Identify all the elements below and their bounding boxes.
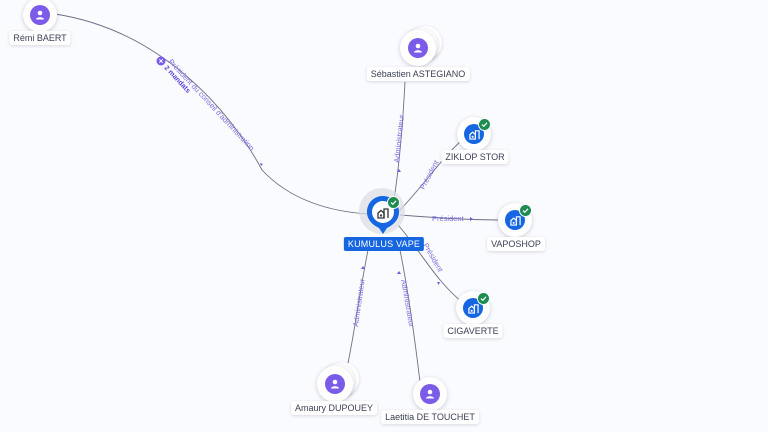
edge-ziklop[interactable] — [397, 139, 463, 213]
edge-amaury[interactable] — [346, 249, 369, 369]
company-label-ziklop: ZIKLOP STOR — [441, 150, 509, 164]
person-icon — [420, 384, 440, 404]
svg-text:Administrateur: Administrateur — [392, 114, 406, 164]
edge-label-amaury: Administrateur — [351, 266, 367, 327]
verified-check-icon — [478, 118, 491, 131]
person-icon — [30, 5, 50, 25]
person-label-sebastien: Sébastien ASTEGIANO — [366, 67, 470, 81]
verified-check-icon — [519, 204, 532, 217]
svg-text:Président: Président — [432, 214, 465, 223]
edge-label-sebastien: Administrateur — [392, 114, 406, 172]
edge-label-laetitia: Administrateur — [397, 271, 416, 328]
svg-text:Président: Président — [421, 242, 445, 275]
company-building-icon — [377, 206, 389, 224]
company-label-cigaverte: CIGAVERTE — [443, 324, 503, 338]
edge-remi[interactable] — [54, 13, 371, 215]
edge-cigaverte[interactable] — [397, 224, 463, 303]
person-icon — [325, 374, 345, 394]
person-icon — [408, 38, 428, 58]
company-label-vaposhop: VAPOSHOP — [487, 237, 545, 251]
verified-check-icon — [387, 196, 400, 209]
svg-text:Administrateur: Administrateur — [399, 279, 416, 329]
person-label-remi: Rémi BAERT — [9, 31, 71, 45]
svg-text:Président: Président — [418, 158, 441, 191]
center-company-label: KUMULUS VAPE — [343, 237, 425, 251]
verified-check-icon — [477, 292, 490, 305]
edge-label-vaposhop: Président — [432, 214, 473, 223]
edge-laetitia[interactable] — [399, 249, 421, 383]
person-label-amaury: Amaury DUPOUEY — [290, 401, 378, 415]
edge-label-remi: Président du conseil d'administration 2 … — [156, 56, 263, 166]
edge-label-cigaverte: Président — [421, 242, 445, 285]
person-label-laetitia: Laetitia DE TOUCHET — [381, 410, 479, 424]
edge-sebastien[interactable] — [393, 81, 406, 201]
edge-vaposhop[interactable] — [399, 214, 503, 221]
svg-text:Administrateur: Administrateur — [351, 278, 367, 328]
edge-label-ziklop: Président — [418, 158, 441, 191]
svg-text:Président du conseil d'adminis: Président du conseil d'administration — [167, 57, 257, 152]
